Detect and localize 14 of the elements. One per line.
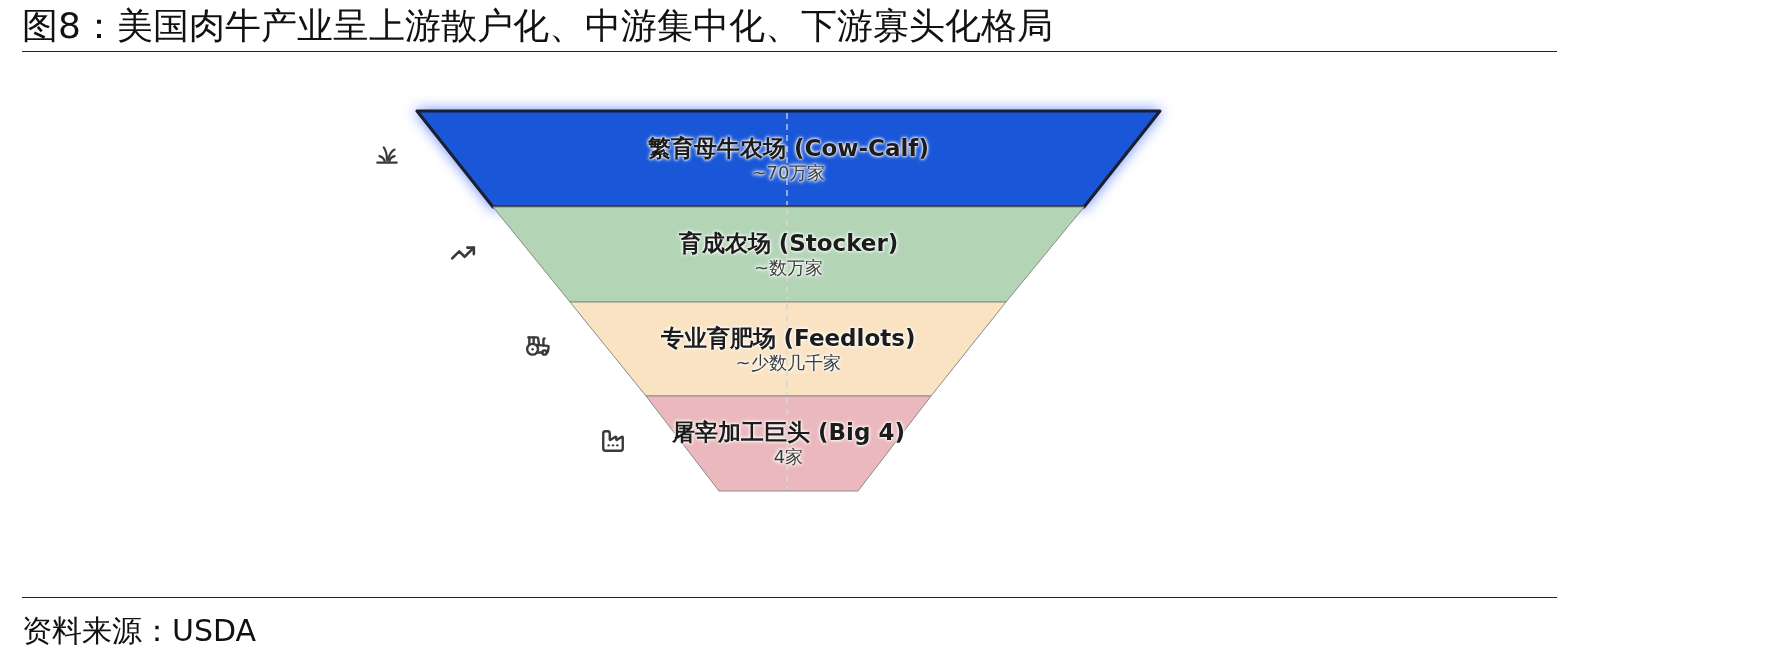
tier-label: 屠宰加工巨头 (Big 4) [672, 419, 905, 446]
funnel-tier [417, 111, 1160, 207]
source-note: 资料来源：USDA [22, 612, 257, 650]
tier-count: 4家 [773, 446, 804, 468]
tier-label: 育成农场 (Stocker) [678, 230, 899, 257]
funnel-tier [570, 302, 1006, 396]
funnel-tier [493, 207, 1084, 302]
tier-count: ~70万家 [751, 161, 826, 184]
tier-label: 专业育肥场 (Feedlots) [660, 324, 916, 352]
figure-title: 图8：美国肉牛产业呈上游散户化、中游集中化、下游寡头化格局 [22, 4, 1053, 48]
tier-label: 繁育母牛农场 (Cow-Calf) [648, 134, 929, 162]
funnel-tier [646, 396, 931, 491]
tier-count: ~数万家 [753, 257, 824, 279]
tier-count: ~少数几千家 [735, 351, 841, 374]
